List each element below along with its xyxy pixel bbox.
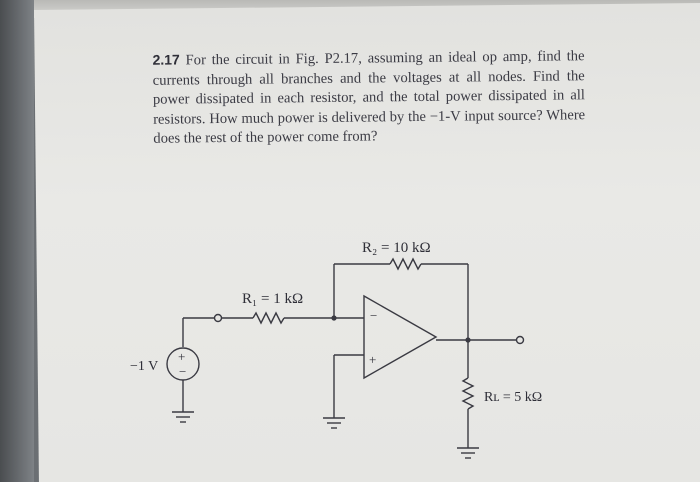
r1-resistor-symbol [252,311,285,325]
source-plus-sign: + [178,349,185,364]
junction-dot-output [465,337,471,343]
opamp-inverting-sign: − [370,308,377,323]
source-label: −1 V [130,359,158,374]
source-minus-sign: − [179,364,186,379]
r2-label: R₂ = 10 kΩ [362,240,431,256]
r1-label: R₁ = 1 kΩ [242,291,303,307]
rl-label: Rʟ = 5 kΩ [484,390,542,405]
rl-resistor-symbol [461,377,475,410]
page-left-edge [0,0,34,482]
junction-dot-inverting [331,315,337,321]
output-terminal [515,335,525,345]
r2-resistor-symbol [389,257,422,271]
opamp-noninverting-sign: + [369,352,376,367]
ground-symbol-source [172,411,194,423]
opamp-triangle [363,294,438,380]
ground-symbol-opamp [323,417,345,429]
input-terminal [213,313,223,323]
ground-symbol-load [457,447,479,459]
